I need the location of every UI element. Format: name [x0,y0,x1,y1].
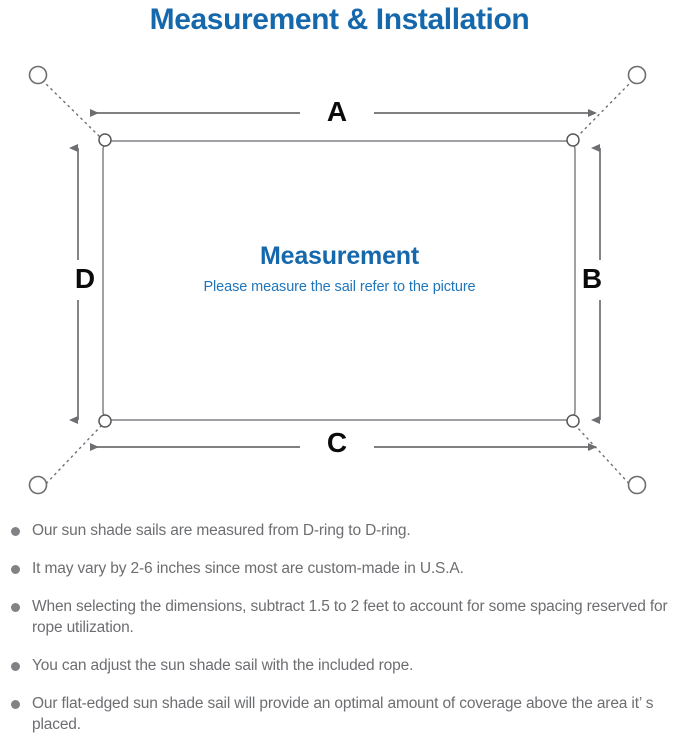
diagram-canvas [28,65,647,495]
d-ring-top-right-icon [566,133,580,147]
d-ring-bottom-right-icon [566,414,580,428]
anchor-bottom-right-icon [627,475,647,495]
d-rings [98,133,580,428]
d-ring-top-left-icon [98,133,112,147]
note-text: It may vary by 2-6 inches since most are… [32,560,464,577]
anchor-top-right-icon [627,65,647,85]
dimension-label-a: A [326,96,348,127]
rope-lines [41,79,634,489]
note-text: When selecting the dimensions, subtract … [32,598,668,636]
bullet-icon [11,662,20,671]
note-text: Our sun shade sails are measured from D-… [32,522,411,539]
rope-line-bottom-right [575,425,634,489]
anchor-points [28,65,647,495]
sail-measurement-diagram: A B C D Measurement Please measure the s… [0,48,679,518]
dimension-label-d: D [74,263,96,294]
rope-line-bottom-left [41,425,102,489]
bullet-icon [11,700,20,709]
dimension-label-b: B [581,263,603,294]
note-text: Our flat-edged sun shade sail will provi… [32,695,654,733]
note-item: When selecting the dimensions, subtract … [0,596,679,638]
d-ring-bottom-left-icon [98,414,112,428]
bullet-icon [11,603,20,612]
note-text: You can adjust the sun shade sail with t… [32,657,414,674]
anchor-top-left-icon [28,65,48,85]
note-item: It may vary by 2-6 inches since most are… [0,558,679,579]
note-item: Our flat-edged sun shade sail will provi… [0,693,679,735]
page-title: Measurement & Installation [149,3,530,36]
bullet-icon [11,527,20,536]
notes-list: Our sun shade sails are measured from D-… [0,520,679,752]
note-item: Our sun shade sails are measured from D-… [0,520,679,541]
bullet-icon [11,565,20,574]
note-item: You can adjust the sun shade sail with t… [0,655,679,676]
rope-line-top-right [575,79,634,139]
rope-line-top-left [41,79,102,139]
anchor-bottom-left-icon [28,475,48,495]
dimension-label-c: C [326,427,348,458]
shade-sail-body [102,140,576,421]
